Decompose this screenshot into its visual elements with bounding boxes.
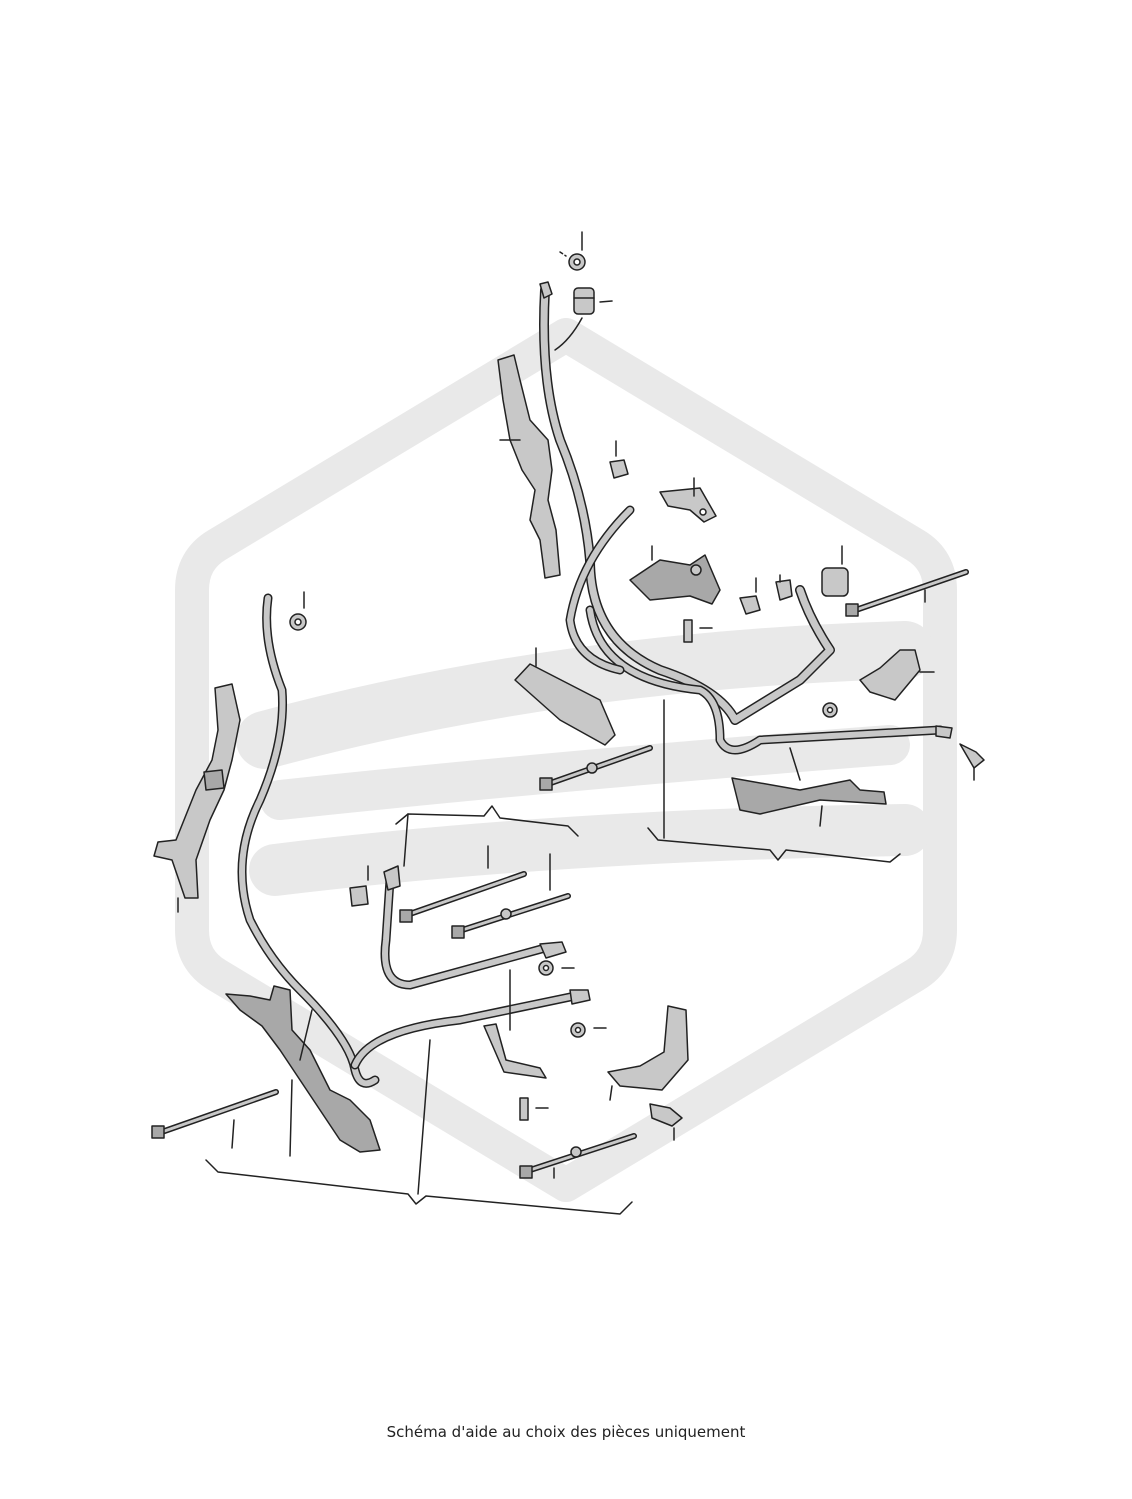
parts — [151, 231, 985, 1215]
middle-cable — [380, 865, 591, 1005]
nut-top — [559, 231, 586, 271]
watermark-logo — [175, 318, 957, 1202]
nut-mid-a — [538, 960, 575, 976]
bolt-mid — [519, 1097, 549, 1121]
fuse-holder-bracket — [629, 545, 721, 605]
bracket-small-mid — [483, 969, 547, 1079]
bolt-far-right — [959, 743, 985, 781]
bolt-lower-right — [649, 1103, 683, 1141]
cable-tie-upper-right — [845, 569, 969, 617]
bracket-right — [859, 649, 935, 701]
bolt-small-mid — [683, 619, 713, 643]
cable-guide-lower-right — [731, 777, 887, 827]
plastic-clip-upper — [609, 440, 629, 479]
cable-tie-mid — [539, 745, 653, 791]
clip-right — [739, 577, 761, 615]
nut-right — [822, 702, 838, 718]
cable-tie-mid-b — [451, 853, 571, 939]
plastic-clip-mid-left — [349, 865, 369, 907]
bracket-lower-right — [607, 1005, 689, 1101]
cable-tie-lower — [519, 1133, 637, 1179]
cable-guide-upper — [497, 354, 561, 579]
diagram-caption: Schéma d'aide au choix des pièces unique… — [386, 1423, 746, 1441]
connector-plug-top — [573, 287, 613, 315]
bracket-brace-mid — [395, 805, 579, 867]
cable-tie-lower-left — [151, 1089, 279, 1149]
nut-mid-b — [570, 1022, 607, 1038]
ring-terminal-right — [775, 574, 793, 601]
cable-guide-left — [153, 683, 241, 913]
cable-tie-mid-a — [399, 845, 527, 923]
bracket-brace-bottom — [205, 1009, 633, 1215]
bracket-upper-right — [659, 477, 717, 523]
cable-guide-lower-left — [225, 985, 381, 1157]
bracket-brace-right — [647, 699, 901, 863]
connector-plug-right — [821, 545, 849, 597]
long-cable-left — [237, 593, 580, 1088]
cable-guide-mid — [514, 647, 616, 746]
main-battery-cable — [539, 281, 953, 755]
nut-left — [289, 591, 307, 631]
